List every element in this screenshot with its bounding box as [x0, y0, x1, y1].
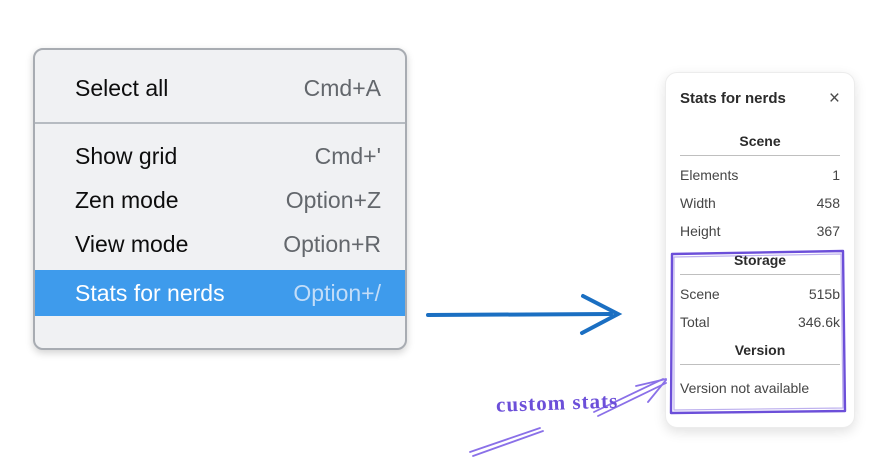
stats-panel-header: Stats for nerds × [680, 87, 840, 109]
menu-item-label: Stats for nerds [75, 279, 225, 306]
stat-value: 1 [832, 167, 840, 183]
menu-item-shortcut: Option+R [283, 230, 381, 257]
stat-row-scene-storage: Scene 515b [680, 280, 840, 308]
stat-label: Total [680, 314, 710, 330]
menu-item-label: Show grid [75, 142, 178, 169]
section-heading-version: Version [734, 342, 786, 358]
menu-item-label: Zen mode [75, 186, 179, 213]
stat-value: 346.6k [797, 314, 840, 330]
stat-row-width: Width 458 [680, 189, 840, 217]
annotation-label: custom stats [495, 388, 619, 417]
stats-panel: Stats for nerds × Scene Elements 1 Width… [665, 72, 855, 428]
menu-item-zen-mode[interactable]: Zen mode Option+Z [35, 178, 405, 222]
section-heading-storage: Storage [733, 252, 787, 268]
menu-item-label: Select all [75, 74, 169, 101]
menu-item-select-all[interactable]: Select all Cmd+A [35, 66, 405, 110]
menu-item-show-grid[interactable]: Show grid Cmd+' [35, 134, 405, 178]
stat-value: 458 [816, 195, 840, 211]
menu-divider [35, 122, 405, 124]
stat-label: Height [680, 223, 721, 239]
stat-value: 515b [808, 286, 840, 302]
stat-value: 367 [816, 223, 840, 239]
menu-item-label: View mode [75, 230, 189, 257]
menu-item-shortcut: Option+/ [293, 279, 381, 306]
stat-label: Width [680, 195, 716, 211]
stat-row-total-storage: Total 346.6k [680, 308, 840, 336]
menu-item-shortcut: Cmd+A [303, 74, 381, 101]
section-heading-scene: Scene [739, 133, 781, 149]
menu-item-shortcut: Option+Z [285, 186, 381, 213]
stat-row-height: Height 367 [680, 217, 840, 245]
menu-item-view-mode[interactable]: View mode Option+R [35, 222, 405, 266]
section-divider [680, 155, 840, 156]
context-menu: Select all Cmd+A Show grid Cmd+' Zen mod… [33, 48, 407, 350]
pointer-arrow [426, 294, 623, 335]
menu-item-stats-for-nerds[interactable]: Stats for nerds Option+/ [35, 270, 405, 316]
stat-row-elements: Elements 1 [680, 161, 840, 189]
version-note: Version not available [680, 380, 810, 396]
stat-label: Scene [680, 286, 720, 302]
menu-item-shortcut: Cmd+' [314, 142, 381, 169]
section-divider [680, 364, 840, 365]
section-divider [680, 274, 840, 275]
stat-label: Elements [680, 167, 739, 183]
stats-panel-title: Stats for nerds [680, 89, 786, 107]
close-icon[interactable]: × [828, 87, 840, 109]
